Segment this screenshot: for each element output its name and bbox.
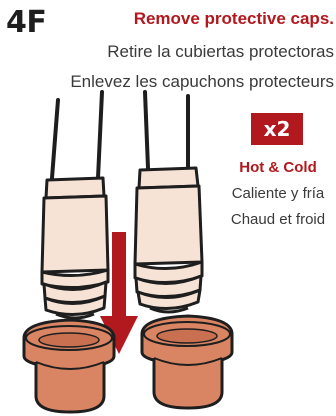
cap-right-icon [140, 314, 234, 410]
cap-left-icon [22, 318, 116, 414]
step-title-french: Enlevez les capuchons protecteurs [70, 72, 334, 91]
down-arrow-icon [100, 232, 138, 354]
variant-label-english: Hot & Cold [239, 159, 317, 176]
step-title-spanish: Retire la cubiertas protectoras [107, 42, 334, 61]
hose-left-icon [40, 90, 110, 320]
variant-label-spanish: Caliente y fría [231, 185, 325, 202]
variant-label-french: Chaud et froid [230, 211, 326, 228]
step-title-english: Remove protective caps. [133, 9, 334, 28]
hose-right-icon [133, 90, 204, 314]
step-number: 4F [6, 5, 47, 40]
quantity-badge: x2 [251, 113, 303, 145]
